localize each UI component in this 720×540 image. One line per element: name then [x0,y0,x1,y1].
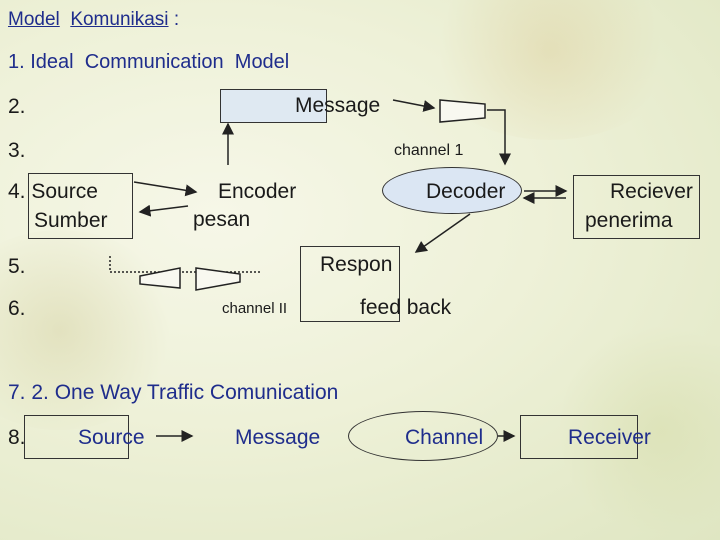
message-label: Message [295,94,381,117]
row-number-3: 3. [8,139,26,162]
source-label-line2: Sumber [34,209,108,232]
respon-label: Respon [320,253,393,276]
oneway-receiver-label: Receiver [568,426,651,449]
feedback-dashed-path [109,256,260,273]
oneway-receiver-box [520,415,638,459]
title-colon: : [173,9,180,30]
oneway-title: 7. 2. One Way Traffic Comunication [8,381,339,404]
oneway-channel-ellipse [348,411,498,461]
source-box [28,173,133,239]
decoder-ellipse [382,167,522,214]
decoder-label: Decoder [426,180,506,203]
feedback-box [300,246,400,322]
channel-2-label: channel II [222,300,288,317]
title-word-model: Model [8,9,60,30]
receiver-label-line2: penerima [585,209,673,232]
background-foliage [560,320,720,540]
oneway-source-box [24,415,129,459]
receiver-to-respon-line [414,213,471,253]
title-word-komunikasi: Komunikasi [70,9,169,30]
oneway-channel-label: Channel [405,426,484,449]
row-number-5: 5. [8,255,26,278]
receiver-box [573,175,700,239]
message-arrow [392,99,436,112]
row-number-2: 2. [8,95,26,118]
oneway-source-label: Source [78,426,145,449]
encoder-to-source-arrow [138,204,189,217]
channel-to-decoder-line [487,109,511,166]
encoder-label-line2: pesan [193,208,251,231]
source-label-line1: 4. Source [8,180,98,203]
oneway-row-number: 8. [8,426,26,449]
channel-1-label: channel 1 [394,142,464,159]
receiver-label-line1: Reciever [610,180,693,203]
channel-2-shape-left [139,267,181,289]
page-title: Model Komunikasi : [8,10,179,29]
source-to-encoder-arrow [133,181,198,197]
message-box [220,89,327,123]
row-number-6: 6. [8,297,26,320]
encoder-label-line1: Encoder [218,180,297,203]
oneway-message-label: Message [235,426,321,449]
subtitle: 1. Ideal Communication Model [8,51,290,73]
channel-1-shape [439,99,486,123]
feedback-label: feed back [360,296,452,319]
channel-2-shape-right [195,267,241,291]
